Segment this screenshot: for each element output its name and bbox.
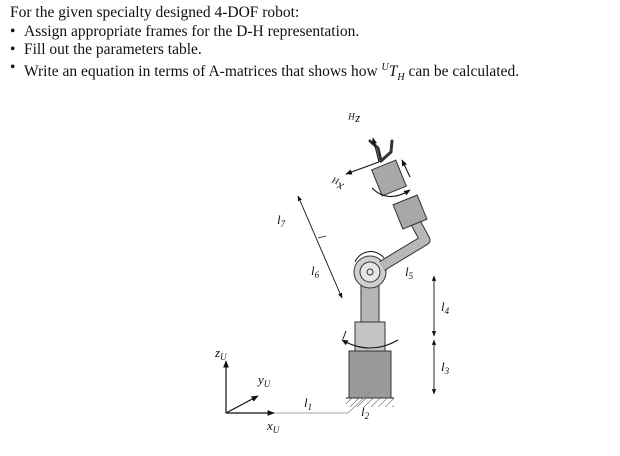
joint-disc bbox=[353, 251, 387, 289]
universe-frame bbox=[223, 360, 348, 416]
label-zu: zU bbox=[214, 345, 227, 362]
transform-symbol: UTH bbox=[381, 62, 405, 84]
yu-axis bbox=[225, 395, 259, 414]
label-l5: l5 bbox=[405, 264, 414, 281]
task-text-table: Fill out the parameters table. bbox=[24, 41, 202, 58]
label-l4: l4 bbox=[441, 299, 450, 316]
label-xh: xH bbox=[328, 175, 347, 196]
problem-statement: For the given specialty designed 4-DOF r… bbox=[10, 4, 610, 87]
bullet-icon: • bbox=[10, 41, 16, 58]
rotation-arrow-2 bbox=[371, 187, 411, 198]
hand-frame bbox=[345, 137, 380, 175]
task-text-equation: Write an equation in terms of A-matrices… bbox=[24, 63, 378, 81]
problem-intro: For the given specialty designed 4-DOF r… bbox=[10, 4, 300, 21]
label-l3: l3 bbox=[441, 359, 450, 376]
label-l1: l1 bbox=[304, 395, 312, 412]
transform-base: T bbox=[388, 63, 398, 81]
label-l7: l7 bbox=[277, 212, 286, 229]
task-text-equation-tail: can be calculated. bbox=[408, 63, 520, 81]
rotation-arrow-1 bbox=[341, 339, 399, 349]
bullet-icon: • bbox=[10, 59, 16, 76]
task-item-equation: • Write an equation in terms of A-matrice… bbox=[10, 59, 610, 87]
transform-sup: U bbox=[381, 62, 389, 73]
wrist bbox=[368, 139, 428, 230]
task-item-frames: • Assign appropriate frames for the D-H r… bbox=[10, 23, 610, 41]
dimensions bbox=[297, 195, 437, 414]
label-yu: yU bbox=[256, 372, 271, 389]
transform-sub: H bbox=[397, 72, 405, 84]
zh-axis bbox=[371, 137, 380, 163]
label-l2: l2 bbox=[361, 404, 370, 421]
task-item-table: • Fill out the parameters table. bbox=[10, 41, 610, 59]
task-list: • Assign appropriate frames for the D-H r… bbox=[10, 23, 610, 87]
label-zh: zH bbox=[348, 111, 361, 128]
bullet-icon: • bbox=[10, 23, 16, 40]
task-text-frames: Assign appropriate frames for the D-H re… bbox=[24, 23, 360, 40]
ground bbox=[346, 397, 394, 407]
dim-l2 bbox=[347, 391, 371, 414]
xh-axis bbox=[345, 161, 380, 175]
label-l6: l6 bbox=[311, 263, 320, 280]
robot-base bbox=[341, 285, 399, 399]
dim-l6-l7 bbox=[297, 195, 343, 299]
label-xu: xU bbox=[266, 418, 280, 435]
